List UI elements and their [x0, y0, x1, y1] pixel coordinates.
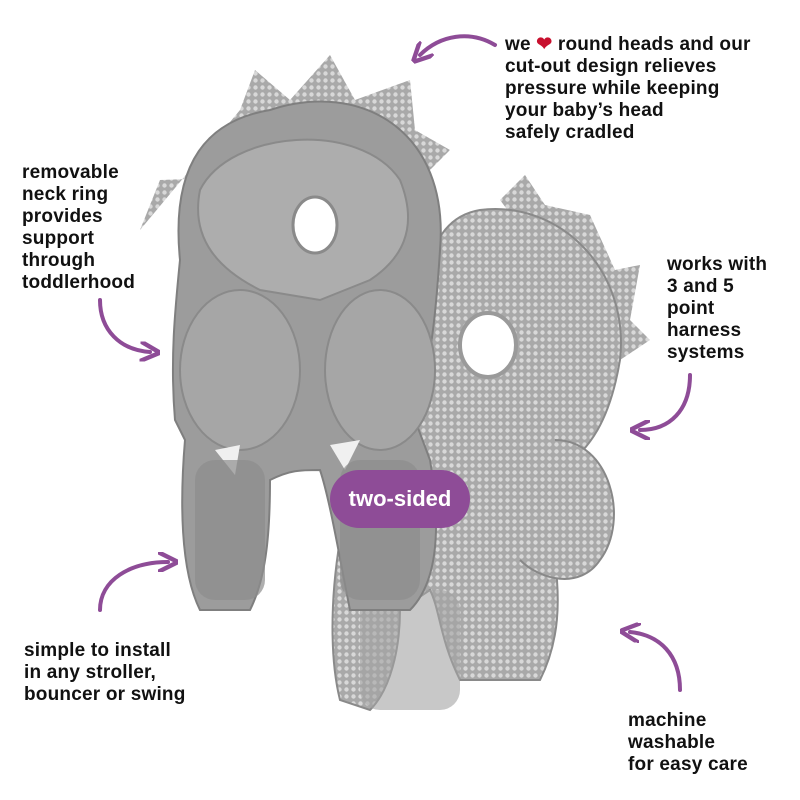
- caption-line: machine: [628, 710, 707, 731]
- arrow-left: [98, 298, 150, 352]
- caption-line: works with: [667, 254, 768, 275]
- caption-line: removable: [22, 162, 119, 183]
- caption-line: pressure while keeping: [505, 78, 720, 99]
- caption-line: 3 and 5: [667, 276, 734, 297]
- caption-harness: works with 3 and 5 point harness systems: [667, 254, 767, 364]
- caption-line: round heads and our: [557, 34, 751, 55]
- caption-line: provides: [22, 206, 103, 227]
- caption-head-cutout: we ❤ round heads and our cut-out design …: [505, 34, 751, 144]
- arrow-bottom-left: [98, 562, 168, 612]
- caption-line: point: [667, 298, 715, 319]
- caption-line: toddlerhood: [22, 272, 136, 293]
- caption-line: for easy care: [628, 754, 748, 775]
- two-sided-badge: two-sided: [330, 470, 470, 528]
- arrow-right: [640, 373, 692, 430]
- arrow-top: [420, 34, 497, 55]
- caption-line: in any stroller,: [24, 662, 157, 683]
- caption-line: support: [22, 228, 95, 249]
- arrow-bottom-right: [630, 632, 682, 692]
- caption-install: simple to install in any stroller, bounc…: [24, 640, 186, 706]
- caption-line: your baby’s head: [505, 100, 664, 121]
- caption-line: safely cradled: [505, 122, 635, 143]
- caption-washable: machine washable for easy care: [628, 710, 748, 776]
- caption-line: bouncer or swing: [24, 684, 186, 705]
- heart-icon: ❤: [536, 34, 553, 55]
- caption-line: simple to install: [24, 640, 171, 661]
- caption-line: washable: [628, 732, 716, 753]
- caption-line: through: [22, 250, 96, 271]
- caption-line: systems: [667, 342, 745, 363]
- caption-line: neck ring: [22, 184, 109, 205]
- caption-line: harness: [667, 320, 742, 341]
- caption-prefix: we: [505, 34, 531, 55]
- caption-line: cut-out design relieves: [505, 56, 717, 77]
- caption-neck-ring: removable neck ring provides support thr…: [22, 162, 135, 294]
